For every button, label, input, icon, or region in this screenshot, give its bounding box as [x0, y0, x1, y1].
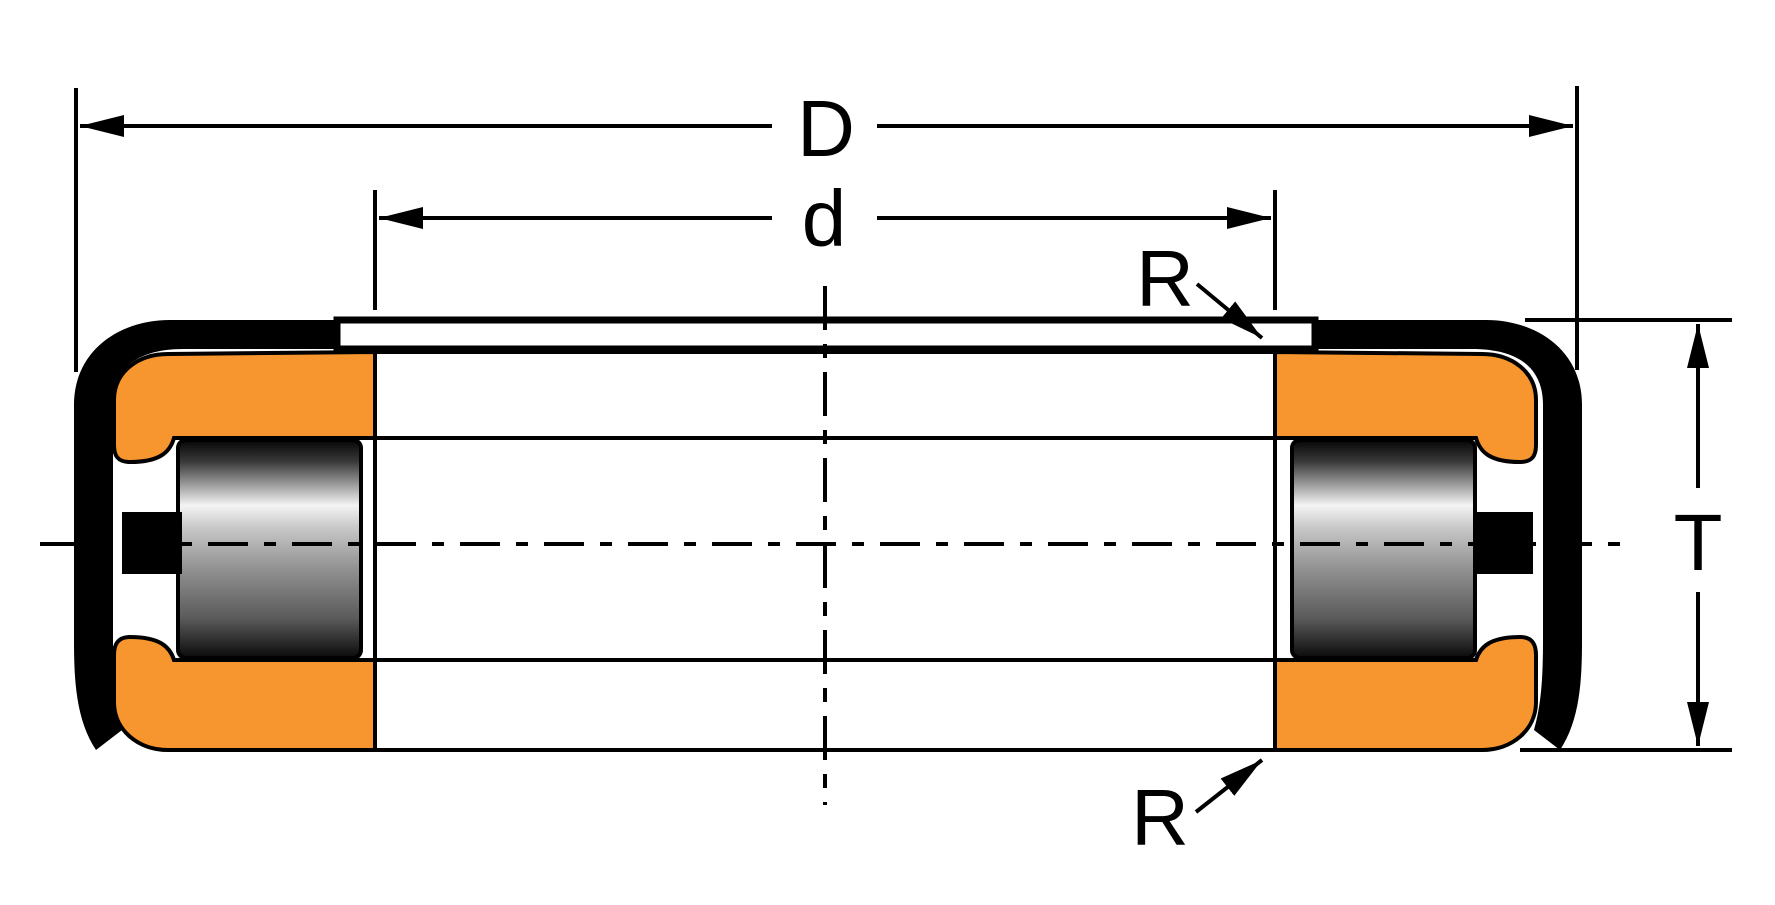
roller-right	[1290, 438, 1477, 660]
label-radius-bottom: R	[1131, 773, 1189, 862]
label-bore-diameter: d	[802, 174, 847, 263]
label-outer-diameter: D	[797, 84, 855, 173]
label-radius-top: R	[1136, 234, 1194, 323]
outer-shell-right	[1314, 320, 1582, 750]
label-height: T	[1674, 498, 1723, 587]
radius-leader-top	[1195, 282, 1264, 340]
washer-top-left	[112, 349, 377, 465]
washer-bottom-right	[1273, 634, 1538, 752]
washer-top-right	[1273, 349, 1538, 465]
radius-leader-bottom	[1194, 758, 1264, 814]
roller-left	[176, 438, 363, 660]
washer-bottom-left	[112, 634, 377, 752]
outer-shell	[74, 320, 337, 750]
